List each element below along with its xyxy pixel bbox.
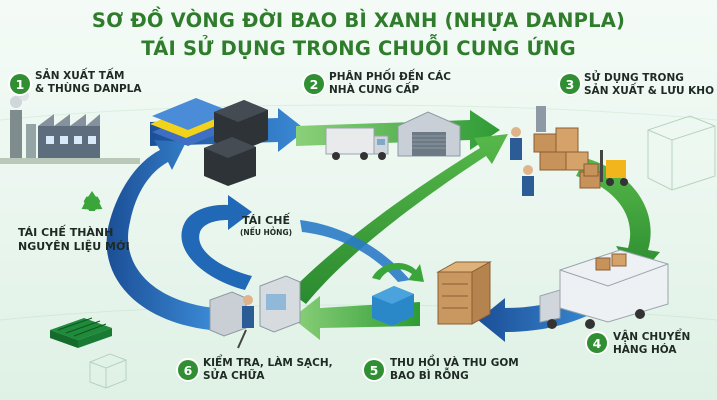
forklift-icon xyxy=(583,150,628,186)
step-2-label: PHÂN PHỐI ĐẾN CÁC NHÀ CUNG CẤP xyxy=(329,71,451,97)
arrow-usage-to-transport xyxy=(576,158,660,280)
step-2-badge: 2 xyxy=(304,74,324,94)
black-crates-icon xyxy=(204,100,268,186)
step-4-badge: 4 xyxy=(587,333,607,353)
step-6-label-line1: KIỂM TRA, LÀM SẠCH, xyxy=(203,357,333,369)
inspection-machine-icon xyxy=(209,275,301,349)
arrow-recycle-if-damaged xyxy=(181,195,410,290)
arrow-reuse-return xyxy=(290,134,508,304)
recycle-new-line1: TÁI CHẾ THÀNH xyxy=(18,226,114,239)
step-1-label-line2: & THÙNG DANPLA xyxy=(35,83,142,95)
step-4-label: VẬN CHUYỂN HÀNG HÓA xyxy=(613,331,690,357)
step-5-label-line1: THU HỒI VÀ THU GOM xyxy=(390,357,519,369)
step-3-badge: 3 xyxy=(560,74,580,94)
box-outline-icon xyxy=(89,353,127,389)
recycle-damaged-line2: (NẾU HỎNG) xyxy=(240,228,293,237)
step-1-badge: 1 xyxy=(10,74,30,94)
step-6-label: KIỂM TRA, LÀM SẠCH, SỬA CHỮA xyxy=(203,357,333,383)
step-2-label-line2: NHÀ CUNG CẤP xyxy=(329,84,420,96)
step-4-label-line1: VẬN CHUYỂN xyxy=(613,331,691,343)
factory-icon xyxy=(0,91,140,164)
recycle-new-line2: NGUYÊN LIỆU MỚI xyxy=(18,240,130,253)
recycle-damaged-label: TÁI CHẾ (NẾU HỎNG) xyxy=(240,214,292,238)
recycle-icon xyxy=(81,191,103,211)
delivery-truck-icon xyxy=(325,127,389,160)
step-3-label: SỬ DỤNG TRONG SẢN XUẤT & LƯU KHO xyxy=(584,72,714,98)
step-5-label-line2: BAO BÌ RỖNG xyxy=(390,370,469,382)
step-5-badge: 5 xyxy=(364,360,384,380)
collected-boxes-icon xyxy=(436,261,492,325)
diagram-title: SƠ ĐỒ VÒNG ĐỜI BAO BÌ XANH (NHỰA DANPLA) xyxy=(91,9,626,32)
step-5-label: THU HỒI VÀ THU GOM BAO BÌ RỖNG xyxy=(390,357,519,383)
step-6-badge: 6 xyxy=(178,360,198,380)
diagram-subtitle: TÁI SỬ DỤNG TRONG CHUỖI CUNG ỨNG xyxy=(141,37,576,60)
reuse-arrows-icon xyxy=(372,263,424,282)
green-pallet-icon xyxy=(50,317,112,348)
step-1-label: SẢN XUẤT TẤM & THÙNG DANPLA xyxy=(35,70,142,96)
step-3-label-line2: SẢN XUẤT & LƯU KHO xyxy=(584,85,715,97)
recycle-damaged-line1: TÁI CHẾ xyxy=(242,214,290,227)
recycle-new-material-label: TÁI CHẾ THÀNH NGUYÊN LIỆU MỚI xyxy=(18,226,130,254)
workers-boxes-icon xyxy=(510,106,601,196)
arrow-recycle-loop xyxy=(106,140,214,330)
warehouse-icon xyxy=(397,111,461,157)
step-3-label-line1: SỬ DỤNG TRONG xyxy=(584,72,684,84)
step-1-label-line1: SẢN XUẤT TẤM xyxy=(35,70,125,82)
blue-crate-icon xyxy=(372,286,414,326)
cargo-truck-icon xyxy=(539,249,669,329)
step-6-label-line2: SỬA CHỮA xyxy=(203,370,265,382)
step-4-label-line2: HÀNG HÓA xyxy=(613,344,677,356)
machine-outline-icon xyxy=(647,115,716,191)
step-2-label-line1: PHÂN PHỐI ĐẾN CÁC xyxy=(329,71,451,83)
danpla-sheets-icon xyxy=(150,98,232,146)
